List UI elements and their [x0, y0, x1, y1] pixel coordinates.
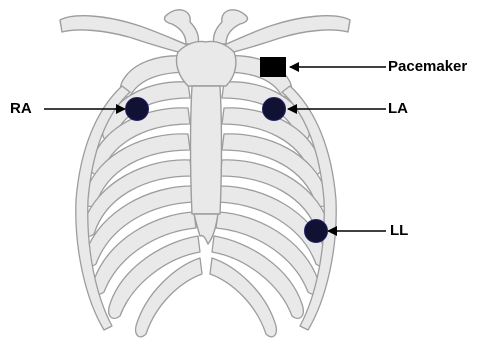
sternum-body: [191, 86, 222, 214]
manubrium: [176, 41, 235, 86]
ra-electrode-icon: [126, 98, 149, 121]
pacemaker-square-icon: [260, 57, 286, 77]
pacemaker-label: Pacemaker: [388, 58, 467, 76]
la-label: LA: [388, 100, 408, 118]
ra-label: RA: [10, 100, 32, 118]
la-electrode-icon: [263, 98, 286, 121]
ll-label: LL: [390, 222, 408, 240]
ll-electrode-icon: [305, 220, 328, 243]
